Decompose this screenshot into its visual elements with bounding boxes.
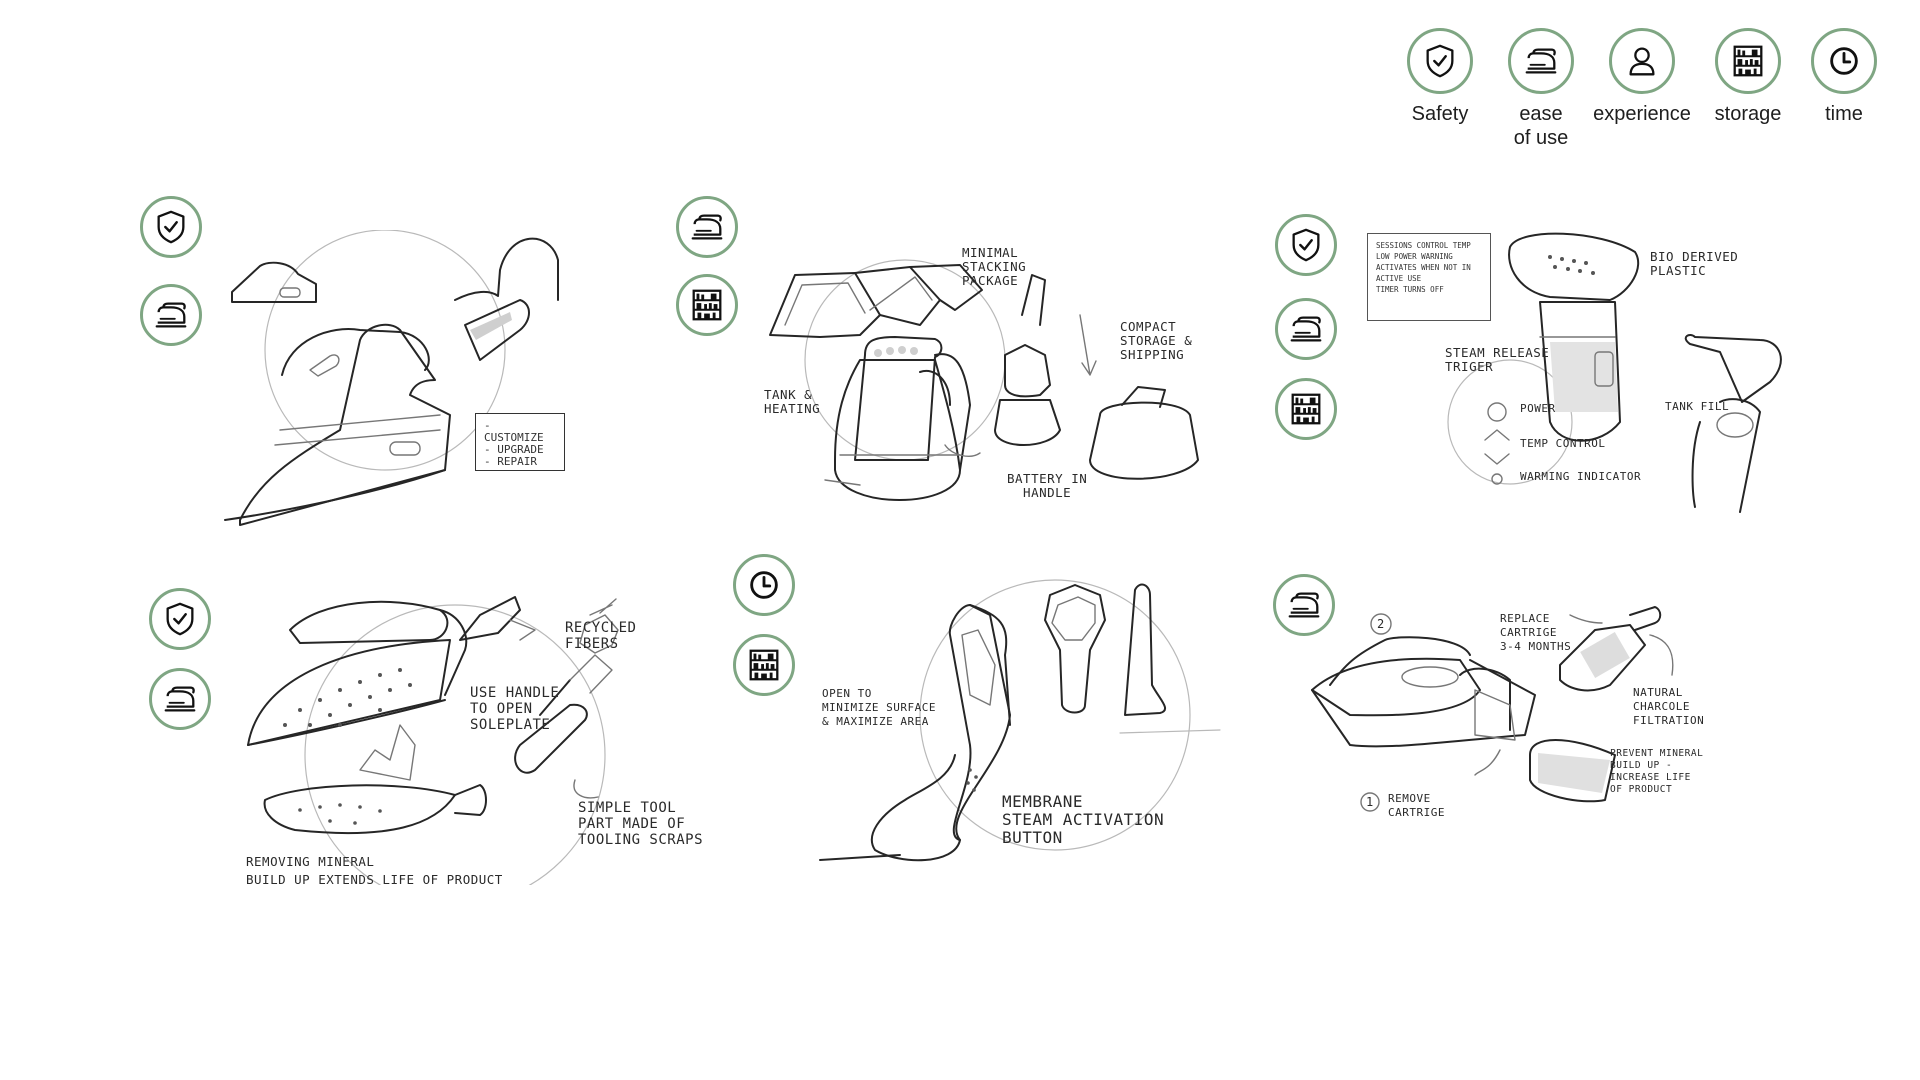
clock-icon — [733, 554, 795, 616]
legend-item-time: time — [1779, 28, 1909, 126]
step-2-label: 2 — [1377, 617, 1385, 631]
open-minimize-note: OPEN TO MINIMIZE SURFACE & MAXIMIZE AREA — [822, 687, 936, 728]
tank-heating-note: TANK & HEATING — [764, 387, 821, 416]
legend-label-ease-of-use: ease of use — [1513, 103, 1569, 149]
iron-icon — [149, 668, 211, 730]
legend-label-experience: experience — [1593, 103, 1691, 125]
tank-iron-sketch — [769, 259, 1199, 501]
legend-label-safety: Safety — [1411, 103, 1469, 125]
bio-derived-note: BIO DERIVED PLASTIC — [1650, 249, 1739, 278]
step-circles — [1360, 613, 1392, 812]
soleplate-iron-sketch — [247, 596, 619, 885]
iron-icon — [676, 196, 738, 258]
simple-tool-note: SIMPLE TOOL PART MADE OF TOOLING SCRAPS — [578, 800, 704, 848]
person-icon — [1609, 28, 1675, 94]
shelf-icon — [1715, 28, 1781, 94]
controls-note: SESSIONS CONTROL TEMP LOW POWER WARNING … — [1367, 233, 1491, 321]
membrane-button-note: MEMBRANE STEAM ACTIVATION BUTTON — [1002, 792, 1165, 847]
battery-handle-note: BATTERY IN HANDLE — [1007, 471, 1088, 500]
cartridge-iron-sketch — [1311, 606, 1674, 803]
natural-charcole-note: NATURAL CHARCOLE FILTRATION — [1633, 686, 1705, 727]
membrane-iron-sketch — [819, 579, 1221, 862]
legend-item-ease-of-use: ease of use — [1476, 28, 1606, 150]
temp-control-note: TEMP CONTROL — [1520, 437, 1606, 450]
compact-storage-note: COMPACT STORAGE & SHIPPING — [1120, 319, 1193, 362]
shield-check-icon — [149, 588, 211, 650]
modular-iron-sketch — [224, 230, 559, 526]
iron-icon — [140, 284, 202, 346]
iron-icon — [1273, 574, 1335, 636]
legend-label-storage: storage — [1714, 103, 1782, 125]
shield-check-icon — [140, 196, 202, 258]
minimal-stacking-note: MINIMAL STACKING PACKAGE — [962, 245, 1027, 288]
step-1-label: 1 — [1366, 795, 1374, 809]
replace-cartrige-note: REPLACE CARTRIGE 3-4 MONTHS — [1500, 612, 1572, 653]
power-note: POWER — [1520, 402, 1556, 415]
remove-cartrige-note: REMOVE CARTRIGE — [1388, 792, 1445, 819]
removing-mineral-note: REMOVING MINERAL BUILD UP EXTENDS LIFE O… — [246, 854, 503, 887]
warming-indicator-note: WARMING INDICATOR — [1520, 470, 1642, 483]
shield-check-icon — [1407, 28, 1473, 94]
steam-release-note: STEAM RELEASE TRIGER — [1445, 345, 1550, 374]
iron-icon — [1275, 298, 1337, 360]
shelf-icon — [676, 274, 738, 336]
iron-icon — [1508, 28, 1574, 94]
legend-item-storage: storage — [1683, 28, 1813, 126]
recycled-fibers-note: RECYCLED FIBERS — [565, 620, 637, 652]
legend-item-experience: experience — [1577, 28, 1707, 126]
shelf-icon — [733, 634, 795, 696]
tank-fill-note: TANK FILL — [1665, 400, 1730, 413]
clock-icon — [1811, 28, 1877, 94]
use-handle-note: USE HANDLE TO OPEN SOLEPLATE — [470, 685, 560, 733]
legend-item-safety: Safety — [1375, 28, 1505, 126]
customize-note: - CUSTOMIZE - UPGRADE - REPAIR — [475, 413, 565, 471]
legend-label-time: time — [1825, 103, 1863, 125]
prevent-mineral-note: PREVENT MINERAL BUILD UP - INCREASE LIFE… — [1610, 748, 1704, 795]
shield-check-icon — [1275, 214, 1337, 276]
controls-iron-sketch — [1447, 232, 1782, 513]
shelf-icon — [1275, 378, 1337, 440]
